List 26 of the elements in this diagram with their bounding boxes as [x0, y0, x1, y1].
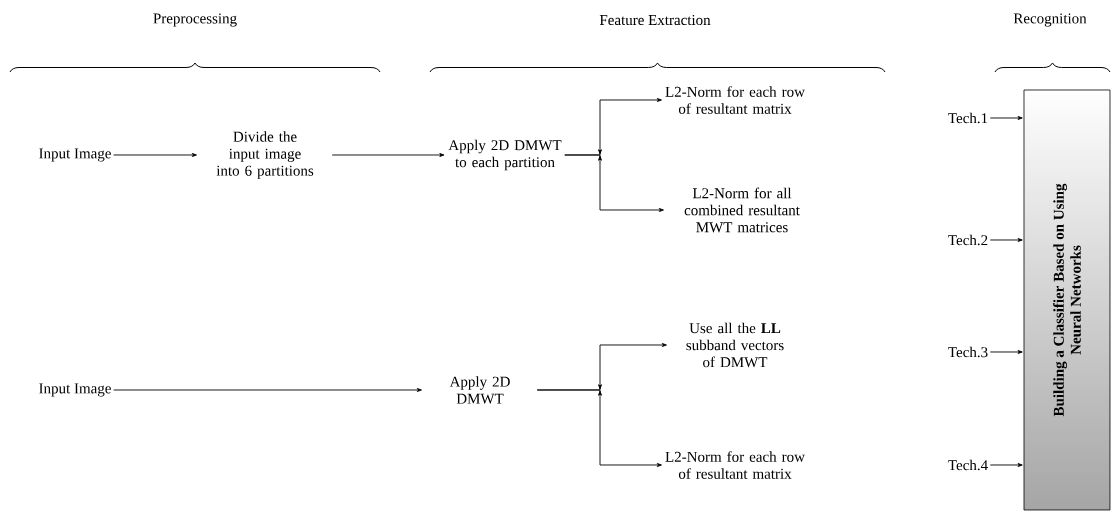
- step-text: L2-Norm for each row of resultant matrix: [665, 451, 805, 479]
- step-text: Input Image: [39, 148, 111, 162]
- arrow: [564, 149, 664, 212]
- step-text: Tech.1: [948, 112, 988, 124]
- arrow: [331, 153, 445, 157]
- step-text: Tech.4: [948, 459, 988, 471]
- arrow: [989, 238, 1023, 242]
- step-text: Divide the input image into 6 partitions: [216, 131, 314, 179]
- stage-heading: Feature Extraction: [599, 14, 711, 26]
- step-text: Tech.2: [948, 234, 988, 246]
- classifier-box: Building a Classifier Based on Using Neural Networks: [1023, 89, 1111, 511]
- step-text: Tech.3: [948, 346, 988, 358]
- step-text: L2-Norm for all combined resultant MWT matrices: [684, 187, 800, 233]
- step-text: Input Image: [39, 383, 111, 397]
- arrow: [536, 384, 662, 467]
- step-text: Use all the LL subband vectors of DMWT: [686, 322, 784, 368]
- step-text: L2-Norm for each row of resultant matrix: [665, 86, 805, 114]
- step-text: Apply 2D DMWT to each partition: [448, 139, 562, 171]
- arrow: [989, 116, 1023, 120]
- arrow: [113, 153, 197, 157]
- step-text: Apply 2D DMWT: [449, 376, 510, 404]
- arrow: [113, 388, 422, 392]
- arrow: [989, 350, 1023, 354]
- stage-heading: Preprocessing: [153, 13, 237, 27]
- stage-heading: Recognition: [1013, 13, 1087, 27]
- arrow: [989, 463, 1023, 467]
